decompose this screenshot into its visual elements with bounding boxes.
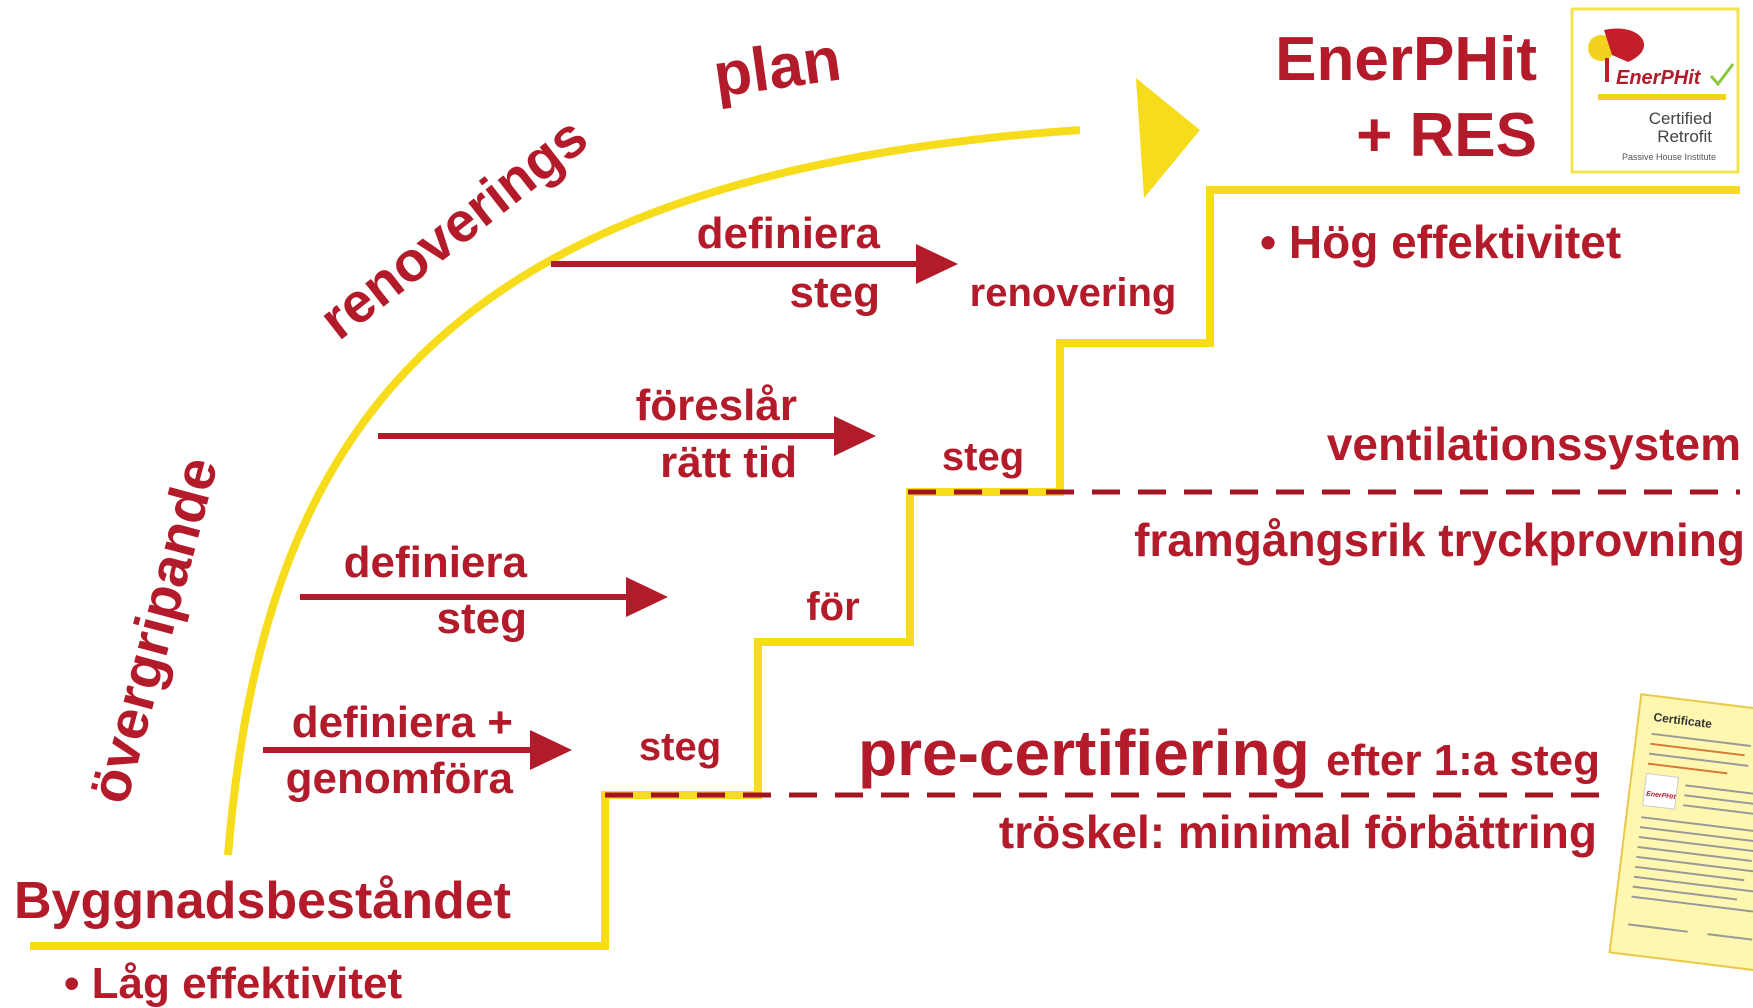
staircase-path — [30, 186, 1740, 950]
enerphit-logo: EnerPHit Certified Retrofit Passive Hous… — [1570, 7, 1740, 174]
arrow-2-label-line1: definiera — [344, 538, 528, 587]
arrow-3-label-line1: föreslår — [636, 381, 797, 430]
curve-label-renoverings: renoverings — [307, 104, 598, 351]
threshold-1-below-label: tröskel: minimal förbättring — [999, 806, 1597, 858]
arrow-3-label-line2: rätt tid — [660, 438, 797, 487]
arrow-4-head — [916, 244, 958, 284]
threshold-1-label: pre-certifiering efter 1:a steg — [858, 717, 1600, 789]
threshold-2-above-label: ventilationssystem — [1327, 418, 1741, 470]
curve-label-overgripande: övergripande — [77, 450, 230, 809]
threshold-2-below-label: framgångsrik tryckprovning — [1134, 514, 1745, 566]
start-title: Byggnadsbeståndet — [14, 872, 511, 930]
arrow-2-label-line2: steg — [437, 594, 527, 643]
arrow-4-label-line2: steg — [790, 268, 880, 317]
roadmap-curve — [224, 126, 1081, 856]
arrow-2-head — [626, 577, 668, 617]
goal-title-line1: EnerPHit — [1275, 25, 1537, 94]
certificate-document-icon: Certificate EnerPHit — [1608, 693, 1753, 972]
goal-bullet: • Hög effektivitet — [1260, 216, 1621, 268]
arrow-4-label-line1: definiera — [697, 209, 881, 258]
check-icon — [1709, 63, 1735, 87]
certificate-brand: EnerPHit — [1646, 791, 1677, 802]
precertifiering-label: pre-certifiering — [858, 717, 1310, 789]
arrow-1-head — [530, 730, 572, 770]
start-bullet: • Låg effektivitet — [64, 959, 402, 1008]
logo-line2: Retrofit — [1657, 127, 1712, 146]
arrow-3-head — [834, 416, 876, 456]
stair-label-steg-1: steg — [639, 725, 721, 769]
logo-line1: Certified — [1649, 109, 1712, 128]
stair-label-steg-2: steg — [942, 435, 1024, 479]
arrow-1-label-line2: genomföra — [286, 754, 514, 803]
logo-line3: Passive House Institute — [1622, 152, 1716, 162]
passive-house-figure-icon — [1588, 28, 1645, 82]
logo-brand: EnerPHit — [1616, 67, 1702, 89]
stair-label-renovering: renovering — [970, 271, 1177, 315]
precertifiering-suffix: efter 1:a steg — [1326, 736, 1600, 785]
roadmap-curve-arrowhead — [1136, 78, 1200, 198]
stair-label-for: för — [806, 585, 859, 629]
arrow-1-label-line1: definiera + — [292, 698, 513, 747]
goal-title-line2: + RES — [1356, 101, 1537, 170]
curve-label-plan: plan — [709, 25, 845, 111]
